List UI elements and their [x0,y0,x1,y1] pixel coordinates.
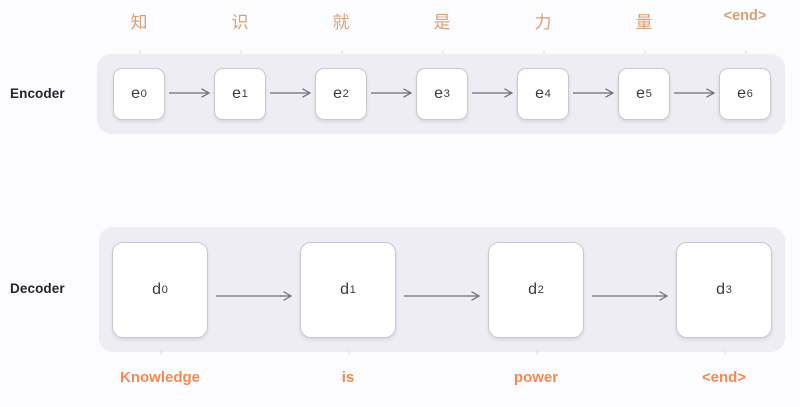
encoder-cell-3-name: e [434,85,444,102]
encoder-cell-4-index: 4 [544,88,551,100]
encoder-input-token-4: 力 [534,13,552,32]
encoder-flow-arrow-0-1 [169,88,211,98]
encoder-cell-1-name: e [232,85,242,102]
input-arrow-5 [644,50,646,54]
output-arrow-1 [348,350,350,355]
encoder-input-token-2: 就 [332,13,350,32]
decoder-cell-1-name: d [340,281,350,298]
encoder-cell-0-index: 0 [140,88,147,100]
input-arrow-6 [745,50,747,54]
decoder-cell-3-name: d [716,281,726,298]
output-arrow-2 [536,350,538,355]
encoder-input-token-1: 识 [231,13,249,32]
decoder-cell-0-name: d [152,281,162,298]
encoder-flow-arrow-4-5 [573,88,615,98]
input-arrow-3 [442,50,444,54]
input-arrow-1 [240,50,242,54]
encoder-cell-2-name: e [333,85,343,102]
decoder-section-label: Decoder [10,281,65,296]
encoder-input-token-6: <end> [723,8,767,24]
decoder-flow-arrow-2-3 [592,291,669,301]
encoder-flow-arrow-5-6 [674,88,716,98]
decoder-flow-arrow-1-2 [404,291,481,301]
encoder-cell-6-name: e [737,85,747,102]
encoder-cell-5-index: 5 [645,88,652,100]
decoder-output-token-1: is [341,369,355,386]
decoder-output-token-2: power [513,369,559,386]
encoder-section-label: Encoder [10,86,65,101]
encoder-cell-1-index: 1 [241,88,248,100]
encoder-flow-arrow-1-2 [270,88,312,98]
decoder-flow-arrow-0-1 [216,291,293,301]
encoder-input-token-3: 是 [433,13,451,32]
input-arrow-2 [341,50,343,54]
decoder-cell-2-index: 2 [537,284,544,296]
decoder-output-token-3: <end> [701,369,747,386]
input-arrow-4 [543,50,545,54]
input-arrow-0 [139,50,141,54]
decoder-cell-3-index: 3 [725,284,732,296]
output-arrow-0 [160,350,162,355]
decoder-cell-0-index: 0 [161,284,168,296]
encoder-flow-arrow-2-3 [371,88,413,98]
encoder-cell-3-index: 3 [443,88,450,100]
decoder-output-token-0: Knowledge [119,369,201,386]
encoder-flow-arrow-3-4 [472,88,514,98]
encoder-cell-4-name: e [535,85,545,102]
encoder-input-token-5: 量 [635,13,653,32]
encoder-cell-2-index: 2 [342,88,349,100]
decoder-cell-1-index: 1 [349,284,356,296]
encoder-input-token-0: 知 [130,13,148,32]
encoder-cell-5-name: e [636,85,646,102]
output-arrow-3 [724,350,726,355]
encoder-cell-0-name: e [131,85,141,102]
encoder-cell-6-index: 6 [746,88,753,100]
decoder-cell-2-name: d [528,281,538,298]
decoder-panel [99,227,785,352]
